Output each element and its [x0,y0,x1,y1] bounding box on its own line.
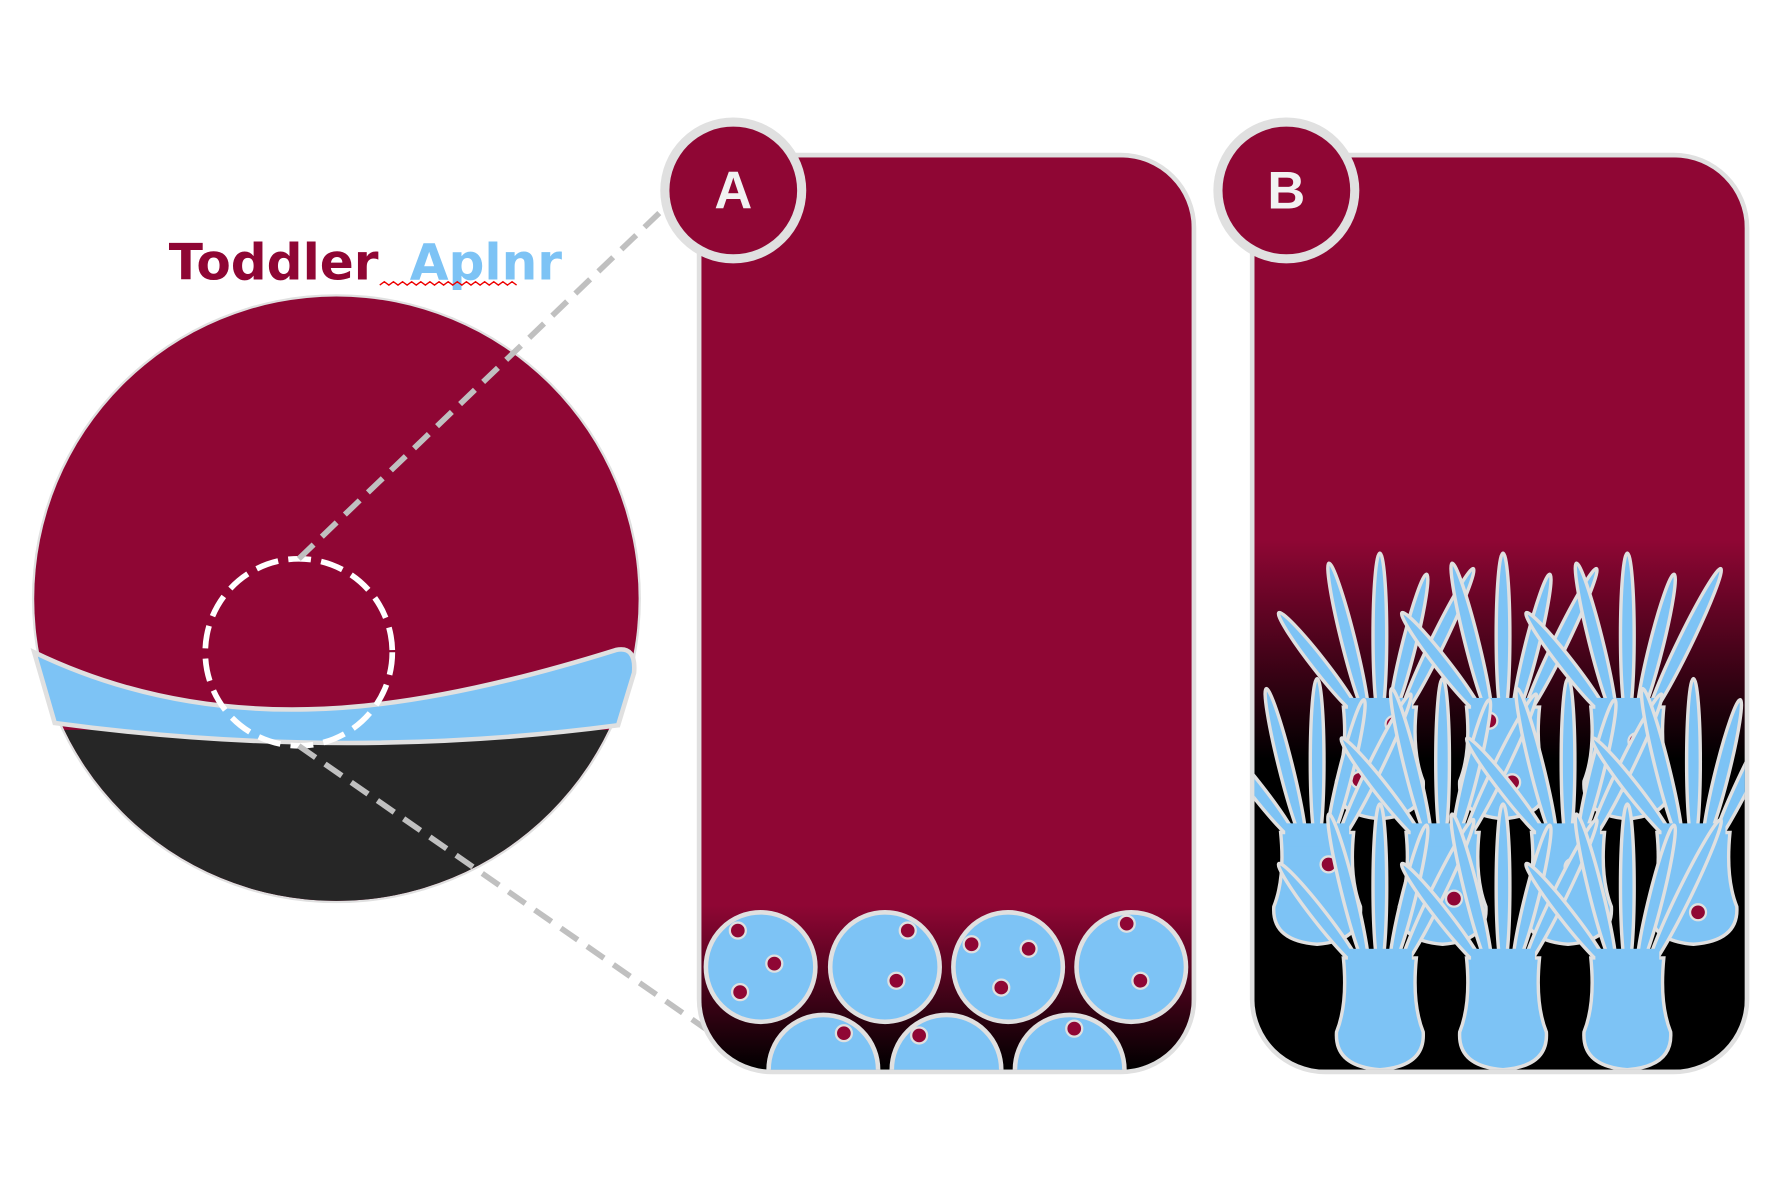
round-cell [703,910,818,1025]
round-cell [766,1012,881,1070]
nucleus [992,978,1011,997]
panel-b-badge [1222,126,1351,255]
title-toddler: Toddler [169,232,379,291]
nucleus [887,971,906,990]
panel-a: A [660,117,1197,1075]
panel-b: B [1213,117,1750,1075]
nucleus [1131,971,1150,990]
nucleus [834,1024,854,1043]
figure-title: Toddler Aplnr [169,232,563,291]
nucleus [910,1026,929,1045]
panel-a-label: A [714,163,752,221]
nucleus [962,935,981,954]
zoom-connector-top [296,208,664,561]
nucleus [1065,1019,1084,1038]
zoom-connector-bottom [297,743,721,1041]
nucleus [1019,939,1038,958]
round-cell [827,910,942,1025]
round-cell [951,910,1066,1025]
nucleus [1444,889,1464,908]
round-cell [1074,910,1189,1025]
spellcheck-underline [379,280,518,286]
nucleus [1688,903,1708,922]
panel-a-badge [669,126,798,255]
nucleus [765,954,784,973]
panel-b-label: B [1267,163,1305,221]
nucleus [898,921,917,940]
round-cell [1012,1012,1127,1070]
embryo-cross-section [30,294,641,904]
neuron-cell [1276,802,1476,1070]
nucleus [728,921,747,940]
title-aplnr: Aplnr [410,232,563,291]
nucleus [1117,914,1136,933]
round-cell [889,1012,1004,1070]
nucleus [730,983,750,1002]
neuron-cell [1524,802,1724,1070]
